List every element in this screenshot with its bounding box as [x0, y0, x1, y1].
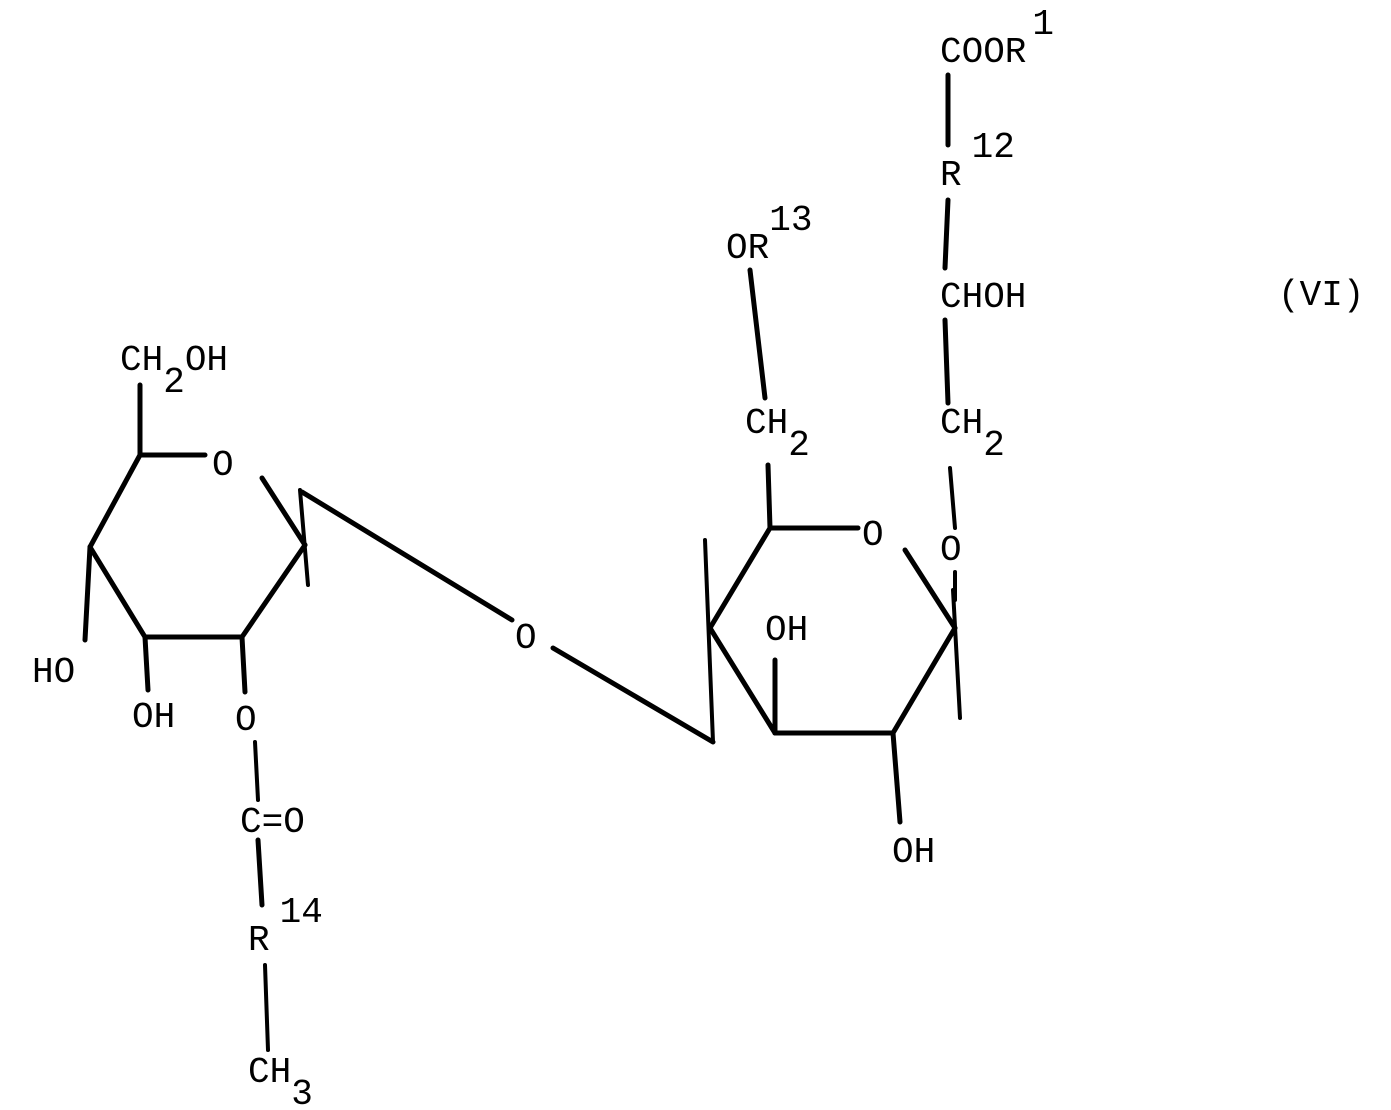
bond-c4-c5	[90, 455, 140, 547]
bond-c4-c5	[710, 528, 770, 628]
ester-oxygen-label: O	[235, 700, 257, 741]
bond-c4-axial	[705, 540, 713, 742]
glycosidic-oxygen-label: O	[515, 618, 537, 659]
bond-ether-o-ch2	[950, 468, 955, 528]
bond-glyco-o-c4	[553, 648, 713, 742]
or13-label: OR13	[726, 200, 812, 269]
ch2-right-label: CH2	[940, 403, 1005, 466]
left-ring-bonds	[85, 385, 308, 1050]
r12-label: R12	[940, 127, 1015, 196]
oh-label-left-bottom: OH	[132, 697, 175, 738]
left-ring-oxygen-label: O	[212, 445, 234, 486]
bond-c1-axial	[953, 590, 960, 718]
chohx-label: CHOH	[940, 277, 1026, 318]
ch2oh-label: CH2OH	[120, 340, 228, 403]
bond-o-carbonyl	[255, 742, 258, 800]
right-ring-oxygen-label: O	[862, 515, 884, 556]
ch2-left-label: CH2	[745, 403, 810, 466]
bond-c5-ch2	[768, 465, 770, 528]
bond-ch2-or13	[750, 270, 765, 398]
bond-o5-c1	[262, 478, 305, 545]
oh-label-right-bottom: OH	[892, 832, 935, 873]
bond-c4-ho	[85, 547, 90, 640]
ether-oxygen-label: O	[940, 530, 962, 571]
glycosidic-linkage-bonds	[302, 492, 713, 742]
ho-label-left: HO	[32, 652, 75, 693]
bond-chohx-r12	[945, 200, 948, 268]
bond-c3-oh	[145, 637, 148, 690]
bond-r14-ch3	[265, 965, 268, 1050]
bond-c2-o	[242, 637, 245, 692]
bond-ch2-chohx	[945, 320, 948, 403]
bond-c3-c4	[90, 547, 145, 637]
coor1-label: COOR1	[940, 4, 1054, 73]
bond-c1-c2	[242, 545, 305, 637]
bond-c2-oh	[893, 733, 900, 822]
right-ring-bonds	[705, 75, 960, 822]
ch3-label: CH3	[248, 1052, 313, 1110]
carbonyl-label: C=O	[240, 802, 305, 843]
formula-number-label: (VI)	[1278, 275, 1364, 316]
r14-label: R14	[248, 892, 323, 961]
bond-c1-glyco-o	[302, 492, 512, 620]
bond-c1-c2	[893, 628, 955, 733]
oh-label-right-inner: OH	[765, 610, 808, 651]
bond-carbonyl-r14	[258, 840, 262, 905]
